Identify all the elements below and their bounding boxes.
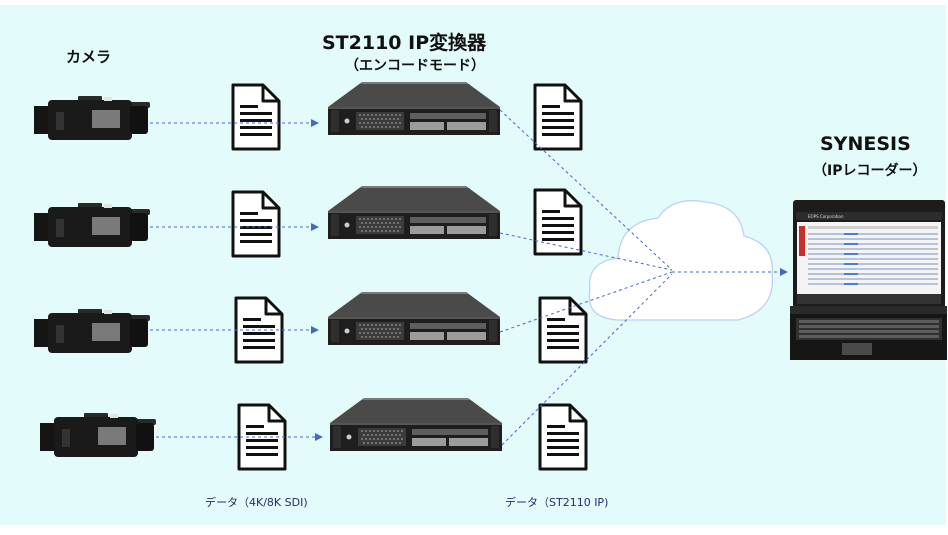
rack-server-icon — [328, 292, 500, 345]
video-camera-icon — [34, 309, 150, 353]
portable-recorder-icon: EOPS Corporation — [790, 200, 947, 360]
video-camera-icon — [34, 203, 150, 247]
recorder-subtitle: （IPレコーダー） — [813, 163, 927, 179]
document-icon — [231, 190, 281, 258]
rack-server-icon — [328, 82, 500, 135]
rack-server-icon — [328, 186, 500, 239]
video-camera-icon — [34, 96, 150, 140]
input-data-caption: データ（4K/8K SDI) — [205, 496, 308, 509]
link-converter-to-cloud — [499, 232, 673, 271]
recorder-brand-text: EOPS Corporation — [808, 214, 844, 219]
converter-subtitle: （エンコードモード） — [345, 58, 485, 74]
output-data-caption: データ（ST2110 IP) — [505, 496, 609, 509]
link-converter-to-cloud — [501, 273, 673, 446]
document-icon — [538, 403, 588, 471]
camera-label: カメラ — [66, 48, 112, 66]
recorder-title: SYNESIS — [820, 133, 911, 155]
document-icon — [538, 296, 588, 364]
rack-server-icon — [330, 398, 502, 451]
document-icon — [533, 188, 583, 256]
document-icon — [231, 83, 281, 151]
document-icon — [533, 83, 583, 151]
link-converter-to-cloud — [499, 271, 673, 333]
cloud-icon — [588, 200, 774, 321]
converter-title: ST2110 IP変換器 — [322, 32, 487, 54]
video-camera-icon — [40, 413, 156, 457]
